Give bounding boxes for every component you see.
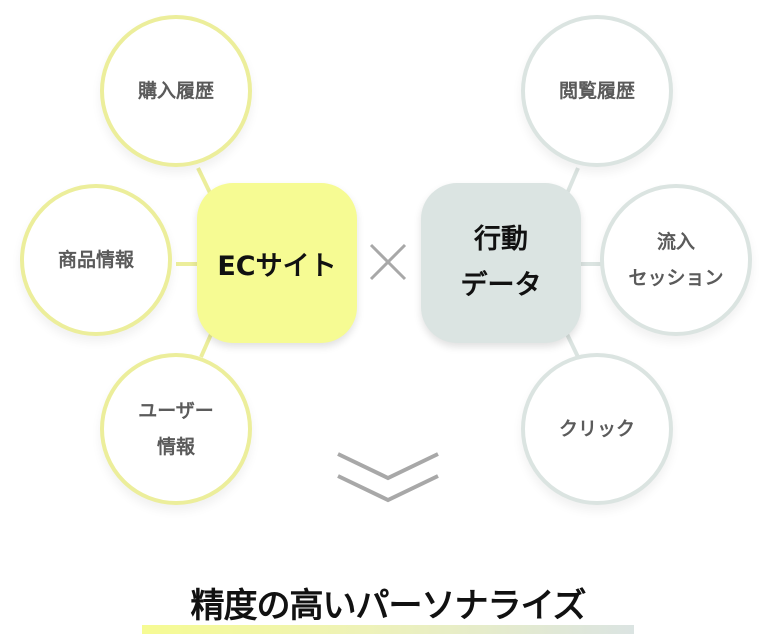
double-chevron-down-icon bbox=[337, 452, 439, 503]
node-product-info: 商品情報 bbox=[20, 184, 172, 336]
hub-label: 行動 bbox=[474, 224, 528, 255]
node-purchase-history: 購入履歴 bbox=[100, 15, 252, 167]
node-inflow-session: 流入 セッション bbox=[600, 184, 752, 336]
hub-label: データ bbox=[460, 270, 542, 301]
node-label: 商品情報 bbox=[57, 249, 134, 271]
node-browsing-history: 閲覧履歴 bbox=[521, 15, 673, 167]
node-label: 購入履歴 bbox=[137, 80, 214, 102]
node-click: クリック bbox=[521, 353, 673, 505]
hub-behavior-data: 行動 データ bbox=[421, 183, 581, 343]
hub-label: ECサイト bbox=[217, 250, 337, 282]
times-icon bbox=[369, 243, 407, 281]
node-label: セッション bbox=[628, 267, 724, 289]
result-title: 精度の高いパーソナライズ bbox=[190, 586, 587, 626]
node-label: 流入 bbox=[656, 231, 695, 253]
hub-ec-site: ECサイト bbox=[197, 183, 357, 343]
title-underline bbox=[142, 625, 634, 634]
node-label: クリック bbox=[558, 418, 635, 440]
node-user-info: ユーザー 情報 bbox=[100, 353, 252, 505]
node-label: ユーザー bbox=[138, 400, 214, 422]
node-label: 閲覧履歴 bbox=[558, 80, 635, 102]
node-label: 情報 bbox=[156, 436, 195, 458]
